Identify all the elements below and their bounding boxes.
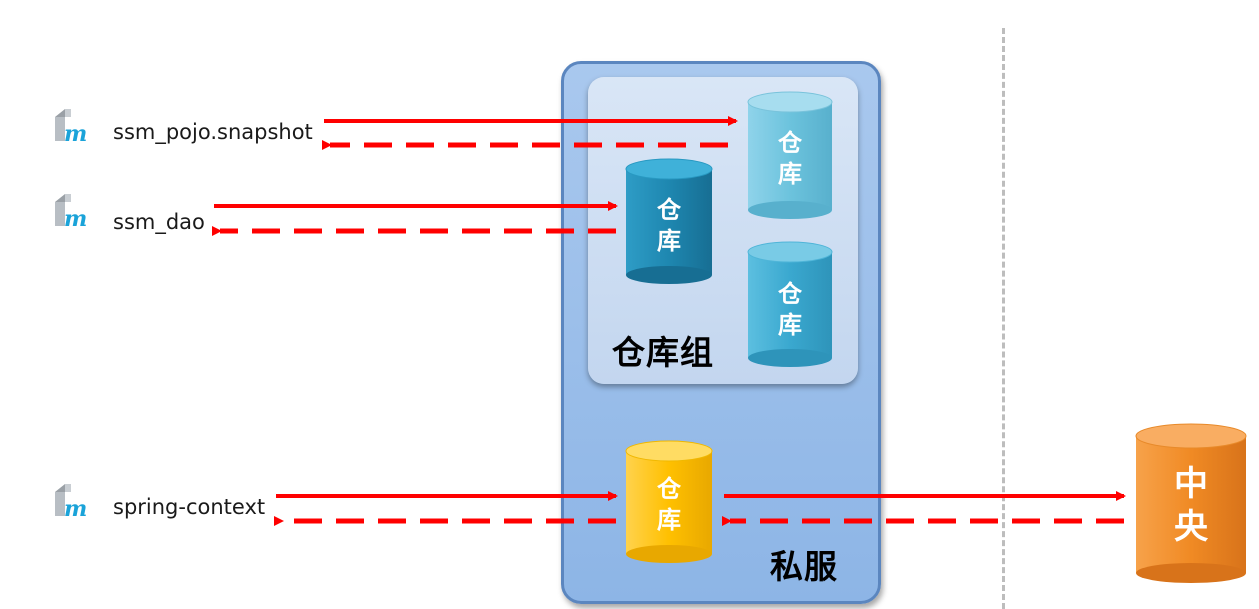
maven-module-icon: m — [53, 482, 87, 522]
svg-text:m: m — [64, 121, 87, 143]
repo-label-release: 仓库 — [657, 196, 681, 256]
repo-label-proxy: 仓库 — [657, 475, 681, 535]
repo-label-snapshot: 仓库 — [778, 129, 802, 189]
maven-module-icon: m — [53, 192, 87, 232]
network-divider — [1002, 28, 1005, 609]
module-label-spring-context: spring-context — [113, 495, 266, 519]
repo-cylinder-thirdparty — [747, 241, 833, 367]
repo-cylinder-release — [625, 158, 713, 284]
svg-text:m: m — [64, 496, 87, 518]
repo-cylinder-snapshot — [747, 91, 833, 219]
module-label-ssm-dao: ssm_dao — [113, 210, 205, 234]
private-server-title: 私服 — [770, 547, 838, 586]
maven-module-icon: m — [53, 107, 87, 147]
central-repo-cylinder — [1135, 423, 1247, 583]
module-label-ssm-pojo-snapshot: ssm_pojo.snapshot — [113, 120, 313, 144]
repo-label-thirdparty: 仓库 — [778, 280, 802, 340]
repo-cylinder-proxy — [625, 440, 713, 563]
central-repo-label: 中央 — [1174, 464, 1208, 547]
svg-text:m: m — [64, 206, 87, 228]
repository-group-title: 仓库组 — [612, 333, 714, 372]
